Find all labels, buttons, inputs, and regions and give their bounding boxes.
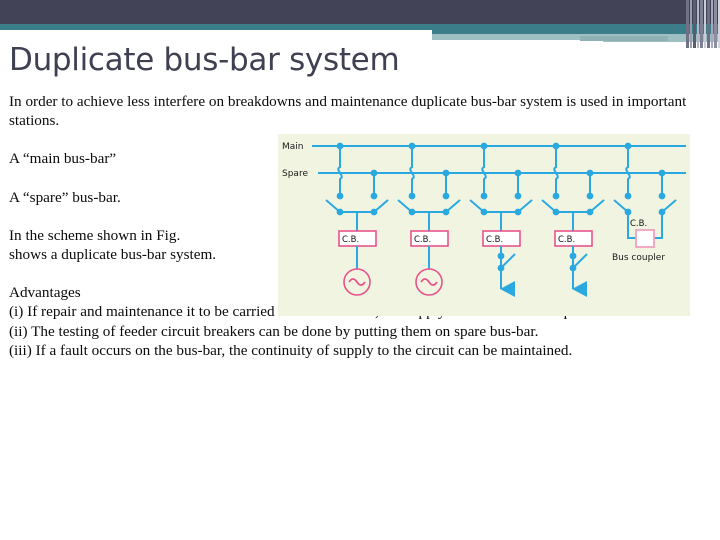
spare-bus-label: Spare	[282, 169, 308, 179]
cb-label-2: C.B.	[414, 235, 431, 245]
header-band-teal	[0, 24, 720, 34]
slide-header-decoration	[0, 0, 720, 48]
spare-busbar-line: A “spare” bus-bar.	[9, 188, 121, 206]
main-bus-label: Main	[282, 142, 304, 152]
slide-body: In order to achieve less interfere on br…	[9, 92, 703, 360]
bay-4: C.B.	[541, 142, 605, 297]
bay-2: C.B.	[397, 142, 461, 296]
main-busbar-line: A “main bus-bar”	[9, 150, 117, 168]
advantage-item-3: (iii) If a fault occurs on the bus-bar, …	[9, 341, 573, 359]
cb-label-4: C.B.	[558, 235, 575, 245]
generator-symbol-2	[415, 268, 443, 296]
bay-1: C.B.	[325, 142, 389, 296]
header-right-stripes	[686, 0, 720, 48]
duplicate-busbar-diagram: Main Spare C.B.	[278, 134, 690, 316]
intro-paragraph: In order to achieve less interfere on br…	[9, 93, 687, 130]
scheme-line-2: shows a duplicate bus-bar system.	[9, 246, 217, 264]
page-title: Duplicate bus-bar system	[9, 42, 400, 78]
advantage-item-2: (ii) The testing of feeder circuit break…	[9, 322, 539, 340]
cb-label-3: C.B.	[486, 235, 503, 245]
header-thin-white-rule	[90, 40, 603, 42]
header-accent-tab	[580, 36, 668, 41]
advantages-heading: Advantages	[9, 284, 81, 302]
header-band-dark	[0, 0, 720, 24]
bay-3: C.B.	[469, 142, 533, 297]
header-white-notch-lower	[0, 41, 540, 48]
generator-symbol-1	[343, 268, 371, 296]
cb-label-1: C.B.	[342, 235, 359, 245]
cb-label-5: C.B.	[630, 219, 647, 229]
bay-5-bus-coupler: C.B. Bus coupler	[612, 142, 677, 263]
bus-coupler-label: Bus coupler	[612, 253, 665, 263]
scheme-line-1: In the scheme shown in Fig.	[9, 226, 181, 244]
